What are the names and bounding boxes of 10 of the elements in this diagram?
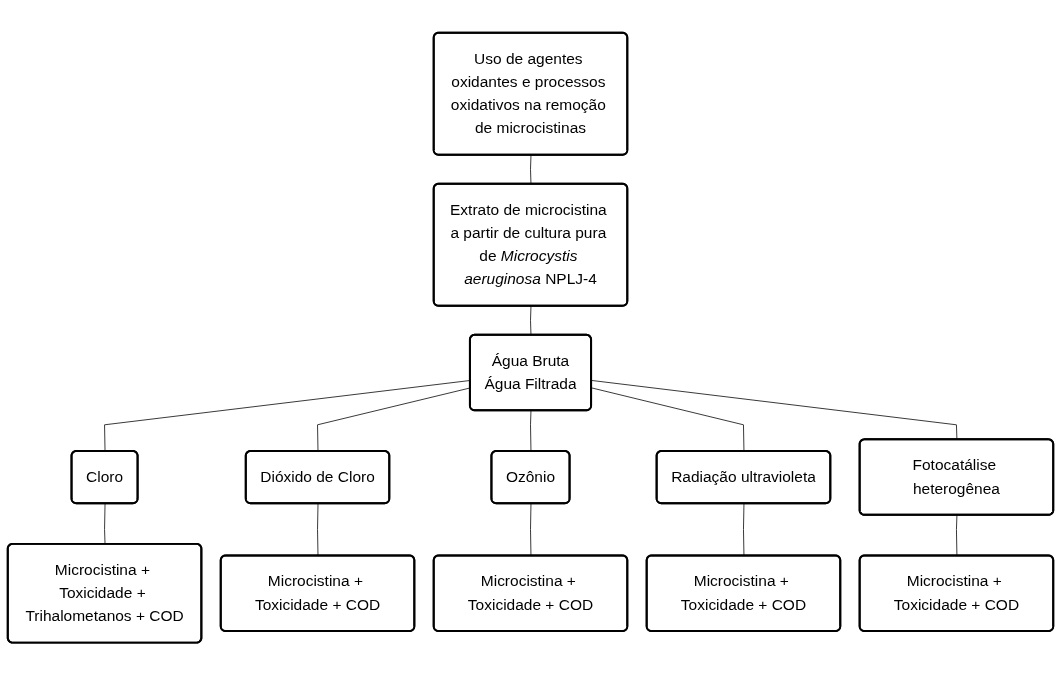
connector bbox=[530, 305, 532, 336]
connector bbox=[530, 410, 532, 452]
connector bbox=[530, 154, 532, 185]
connector bbox=[955, 514, 958, 557]
connector bbox=[317, 503, 319, 557]
connector bbox=[530, 503, 532, 557]
connector bbox=[591, 387, 745, 452]
connector bbox=[591, 379, 958, 441]
connector bbox=[743, 503, 745, 557]
connector bbox=[104, 503, 106, 545]
